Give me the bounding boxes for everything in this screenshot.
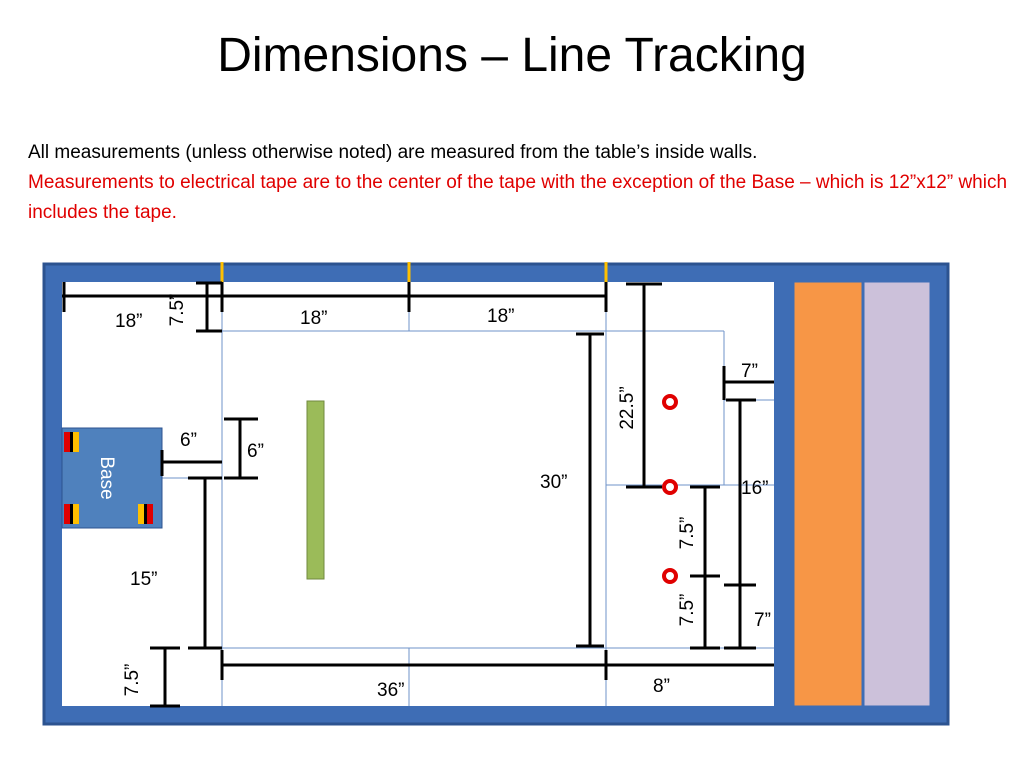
dim-bottom-7-5: 7.5” bbox=[122, 664, 143, 697]
dim-base-6-horizontal: 6” bbox=[180, 430, 197, 451]
dim-bottom-36: 36” bbox=[377, 680, 404, 701]
right-divider-rail bbox=[774, 282, 794, 706]
description-tape-note: Measurements to electrical tape are to t… bbox=[28, 172, 1008, 223]
marker-circle-middle bbox=[662, 479, 678, 495]
base-label: Base bbox=[96, 456, 117, 499]
slide-description: All measurements (unless otherwise noted… bbox=[28, 138, 1008, 228]
marker-circle-lower bbox=[662, 568, 678, 584]
description-general: All measurements (unless otherwise noted… bbox=[28, 142, 758, 163]
dim-right-22-5: 22.5” bbox=[617, 386, 638, 429]
table-inner-surface bbox=[62, 282, 774, 706]
dim-top-left-18: 18” bbox=[115, 311, 142, 332]
dim-right-7-lower: 7” bbox=[754, 610, 771, 631]
dim-center-30: 30” bbox=[540, 472, 567, 493]
dim-left-15: 15” bbox=[130, 569, 157, 590]
dim-right-16: 16” bbox=[741, 478, 768, 499]
base-tape-bottom-left bbox=[64, 504, 79, 524]
dim-base-6-vertical: 6” bbox=[247, 441, 264, 462]
dim-right-7-5-upper: 7.5” bbox=[677, 517, 698, 550]
dimension-lines bbox=[62, 281, 774, 708]
dim-right-7-5-lower: 7.5” bbox=[677, 594, 698, 627]
lavender-strip bbox=[863, 281, 931, 707]
orange-strip bbox=[793, 281, 863, 707]
dim-top-mid-18: 18” bbox=[300, 308, 327, 329]
slide-title: Dimensions – Line Tracking bbox=[217, 29, 807, 82]
dim-top-7-5: 7.5” bbox=[167, 294, 188, 327]
base-tape-top-left bbox=[64, 432, 79, 452]
marker-circle-upper bbox=[662, 394, 678, 410]
dim-top-right-18: 18” bbox=[487, 306, 514, 327]
green-tracking-strip bbox=[306, 400, 325, 580]
base-tape-bottom-right bbox=[138, 504, 153, 524]
dim-right-7: 7” bbox=[741, 361, 758, 382]
tape-ticks bbox=[220, 262, 608, 282]
dim-bottom-8: 8” bbox=[653, 676, 670, 697]
